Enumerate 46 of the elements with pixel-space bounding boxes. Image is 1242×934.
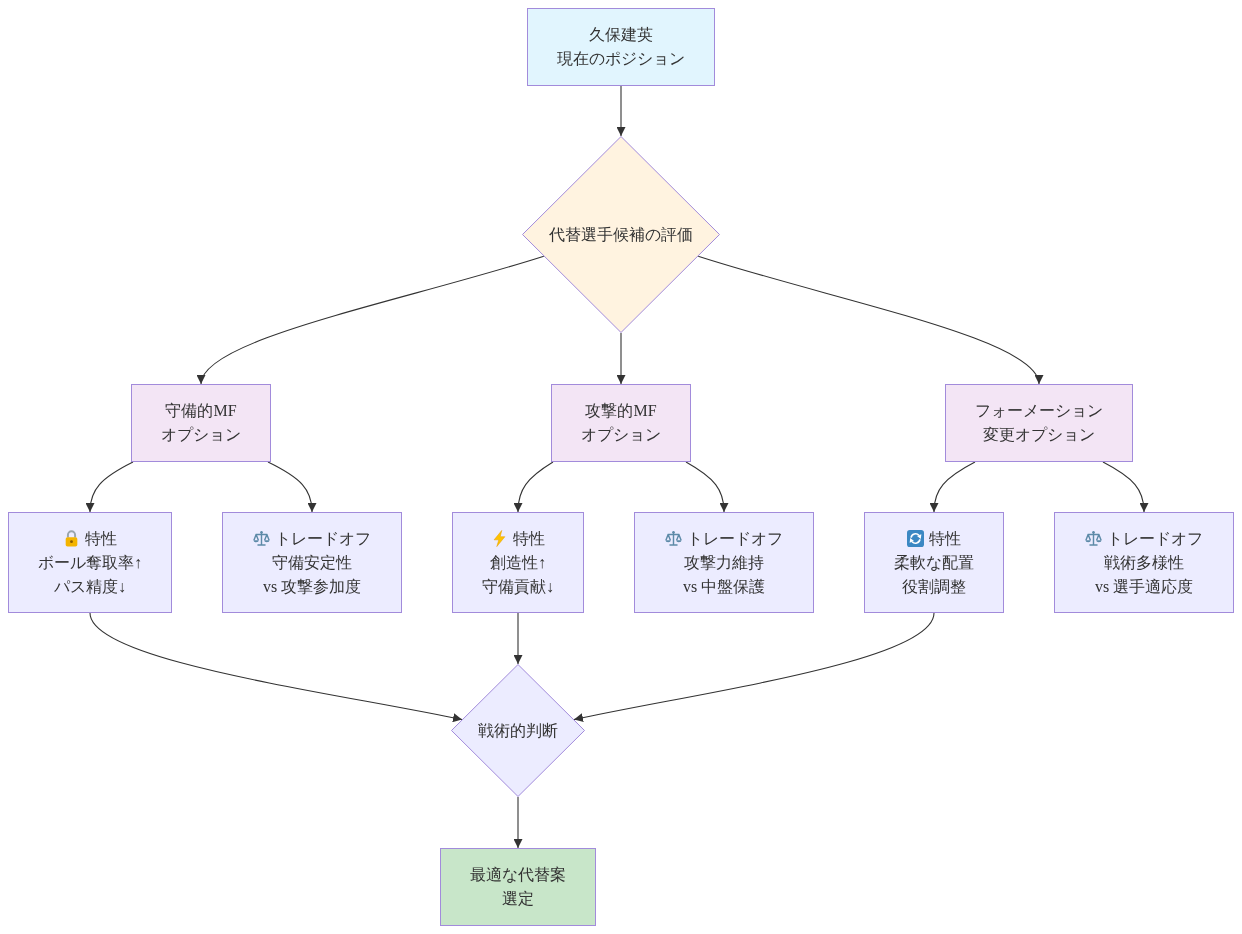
node-text: 守備安定性 vs 攻撃参加度: [262, 552, 362, 597]
node-text: フォーメーション変更オプション: [975, 401, 1103, 445]
node-text: ボール奪取率↑ パス精度↓: [38, 552, 142, 597]
process-box: [440, 848, 596, 926]
node-text: 久保建英現在のポジション: [557, 25, 685, 69]
process-box: [452, 512, 584, 613]
process-box: [1054, 512, 1234, 613]
arrow: [1102, 461, 1149, 513]
process-box: [551, 384, 691, 462]
node-text: 最適な代替案選定: [470, 865, 566, 909]
process-box: [131, 384, 271, 462]
heading-text: 特性: [85, 528, 117, 549]
heading-text: 特性: [513, 528, 545, 549]
process-box: [864, 512, 1004, 613]
arrow: [267, 461, 317, 513]
arrow: [616, 332, 626, 385]
process-box: [222, 512, 402, 613]
node-text: 戦術的判断: [478, 720, 558, 741]
arrow: [513, 612, 523, 665]
arrow: [929, 461, 976, 513]
node-text: 柔軟な配置役割調整: [894, 552, 974, 597]
arrow: [513, 796, 523, 849]
arrow: [573, 612, 935, 723]
node-text: 創造性↑ 守備貢献↓: [482, 552, 554, 597]
decision-diamond: [451, 664, 585, 797]
arrow: [697, 255, 1041, 385]
heading-text: トレードオフ: [275, 528, 371, 549]
process-box: [8, 512, 172, 613]
process-box: [945, 384, 1133, 462]
arrow: [199, 255, 545, 385]
arrow: [616, 85, 626, 137]
node-text: 戦術多様性 vs 選手適応度: [1094, 552, 1194, 597]
process-box: [527, 8, 715, 86]
heading-text: 特性: [929, 528, 961, 549]
node-text: 代替選手候補の評価: [549, 224, 693, 245]
node-text: 攻撃的MF オプション: [581, 401, 661, 445]
arrow: [513, 461, 554, 513]
arrow: [89, 612, 463, 723]
process-box: [634, 512, 814, 613]
node-text: 守備的MF オプション: [161, 401, 241, 445]
arrow: [85, 461, 134, 513]
heading-text: トレードオフ: [687, 528, 783, 549]
node-text: 攻撃力維持 vs 中盤保護: [682, 552, 766, 597]
decision-diamond: [522, 136, 720, 333]
heading-text: トレードオフ: [1107, 528, 1203, 549]
arrow: [685, 461, 729, 513]
